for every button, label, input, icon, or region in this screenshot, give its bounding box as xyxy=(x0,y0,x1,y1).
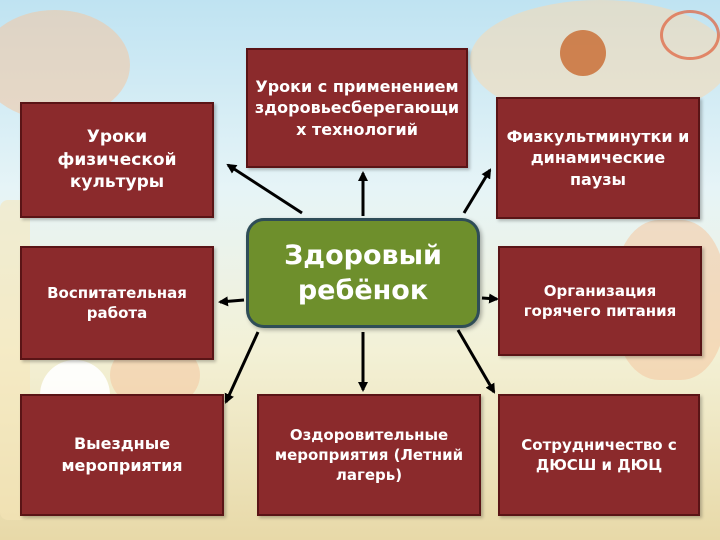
box-cooperation: Сотрудничество с ДЮСШ и ДЮЦ xyxy=(498,394,700,516)
box-health-tech-lessons: Уроки с применением здоровьесберегающих … xyxy=(246,48,468,168)
box-health-events: Оздоровительные мероприятия (Летний лаге… xyxy=(257,394,481,516)
center-label: Здоровый ребёнок xyxy=(284,239,442,306)
box-label: Воспитательная работа xyxy=(47,283,187,322)
box-hot-meals: Организация горячего питания xyxy=(498,246,702,356)
box-label: Уроки физической культуры xyxy=(57,126,177,193)
basketball-hoop-icon xyxy=(660,10,720,60)
background-children-illustration xyxy=(0,10,130,120)
center-node-healthy-child: Здоровый ребёнок xyxy=(246,218,480,328)
box-label: Физкультминутки и динамические паузы xyxy=(506,126,690,189)
box-label: Оздоровительные мероприятия (Летний лаге… xyxy=(274,425,464,485)
arrow-to-fitness-breaks xyxy=(462,168,492,214)
box-field-events: Выездные мероприятия xyxy=(20,394,224,516)
arrow-to-field-events xyxy=(224,331,260,404)
arrow-to-hot-meals xyxy=(481,293,499,304)
box-physical-education: Уроки физической культуры xyxy=(20,102,214,218)
box-label: Выездные мероприятия xyxy=(61,434,183,475)
box-label: Организация горячего питания xyxy=(523,281,677,320)
box-educational-work: Воспитательная работа xyxy=(20,246,214,360)
box-fitness-breaks: Физкультминутки и динамические паузы xyxy=(496,97,700,219)
box-label: Сотрудничество с ДЮСШ и ДЮЦ xyxy=(521,435,677,474)
arrow-to-physical-education xyxy=(226,163,303,215)
basketball-icon xyxy=(560,30,606,76)
arrow-to-educational-work xyxy=(218,296,245,307)
arrow-to-cooperation xyxy=(456,329,496,394)
box-label: Уроки с применением здоровьесберегающих … xyxy=(254,76,460,139)
